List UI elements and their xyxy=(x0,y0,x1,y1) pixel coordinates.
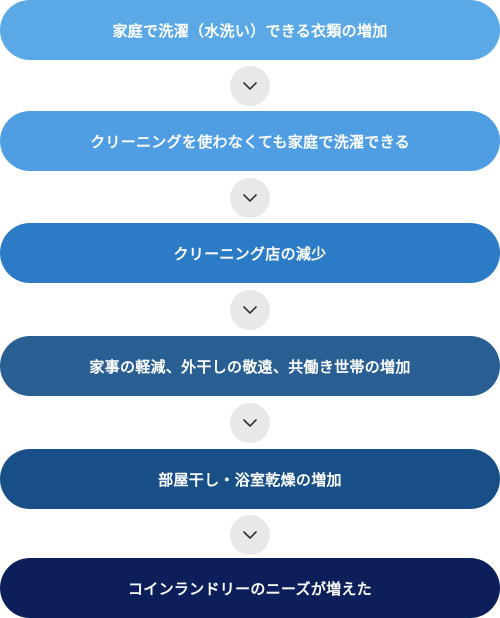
flow-step-6: コインランドリーのニーズが増えた xyxy=(0,558,500,618)
flow-step-4-label: 家事の軽減、外干しの敬遠、共働き世帯の増加 xyxy=(89,357,411,376)
chevron-down-icon xyxy=(243,531,257,539)
flow-connector-2 xyxy=(230,178,270,218)
flow-step-2-label: クリーニングを使わなくても家庭で洗濯できる xyxy=(90,132,410,151)
flow-step-3-label: クリーニング店の減少 xyxy=(173,244,327,263)
flow-connector-3 xyxy=(230,290,270,330)
flow-step-1-label: 家庭で洗濯（水洗い）できる衣類の増加 xyxy=(112,21,388,40)
chevron-down-icon xyxy=(243,419,257,427)
flow-step-4: 家事の軽減、外干しの敬遠、共働き世帯の増加 xyxy=(0,336,500,396)
chevron-down-icon xyxy=(243,82,257,90)
flow-step-5-label: 部屋干し・浴室乾燥の増加 xyxy=(158,470,342,489)
flow-step-6-label: コインランドリーのニーズが増えた xyxy=(127,579,373,598)
flow-connector-5 xyxy=(230,515,270,555)
flow-connector-4 xyxy=(230,403,270,443)
flow-step-3: クリーニング店の減少 xyxy=(0,223,500,283)
chevron-down-icon xyxy=(243,306,257,314)
flow-step-2: クリーニングを使わなくても家庭で洗濯できる xyxy=(0,111,500,171)
flow-connector-1 xyxy=(230,66,270,106)
flow-step-5: 部屋干し・浴室乾燥の増加 xyxy=(0,449,500,509)
chevron-down-icon xyxy=(243,194,257,202)
flow-step-1: 家庭で洗濯（水洗い）できる衣類の増加 xyxy=(0,0,500,60)
